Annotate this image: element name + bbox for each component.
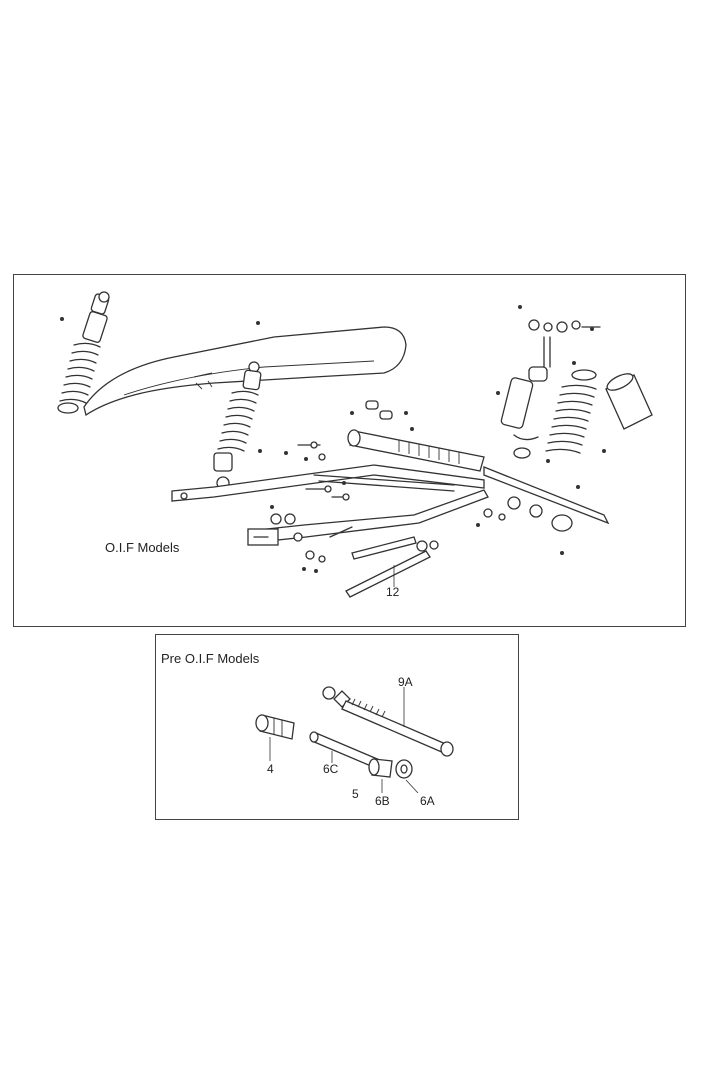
center-shock-absorber: [213, 361, 262, 490]
part-label-6b: 6B: [375, 794, 390, 808]
small-callouts: [60, 305, 606, 573]
pre-oif-exploded-diagram: [255, 686, 454, 794]
oif-panel-title: O.I.F Models: [105, 540, 180, 555]
swing-arm: [171, 429, 489, 546]
washer-6a: [395, 759, 419, 794]
part-label-6a: 6A: [420, 794, 435, 808]
part-label-4: 4: [267, 762, 274, 776]
right-shock-absorber: [500, 319, 601, 459]
left-shock-absorber: [57, 291, 110, 414]
spindle-assembly: [483, 466, 610, 532]
pre-oif-models-panel: Pre O.I.F Models 9A 4 6C 5 6B 6A: [155, 634, 519, 820]
bush-6b: [368, 758, 393, 793]
bush-4: [255, 714, 295, 761]
pre-oif-panel-title: Pre O.I.F Models: [161, 651, 260, 666]
part-label-9a: 9A: [398, 675, 413, 689]
spindle-bolt-9a: [322, 686, 454, 757]
part-label-12: 12: [386, 585, 400, 599]
part-label-6c: 6C: [323, 762, 339, 776]
part-label-5: 5: [352, 787, 359, 801]
oif-models-panel: O.I.F Models 12: [13, 274, 686, 627]
oif-exploded-diagram: [57, 291, 653, 598]
brake-rod-assembly: [345, 536, 439, 598]
spring-and-sleeve: [545, 369, 653, 454]
fasteners-group: [270, 400, 393, 563]
